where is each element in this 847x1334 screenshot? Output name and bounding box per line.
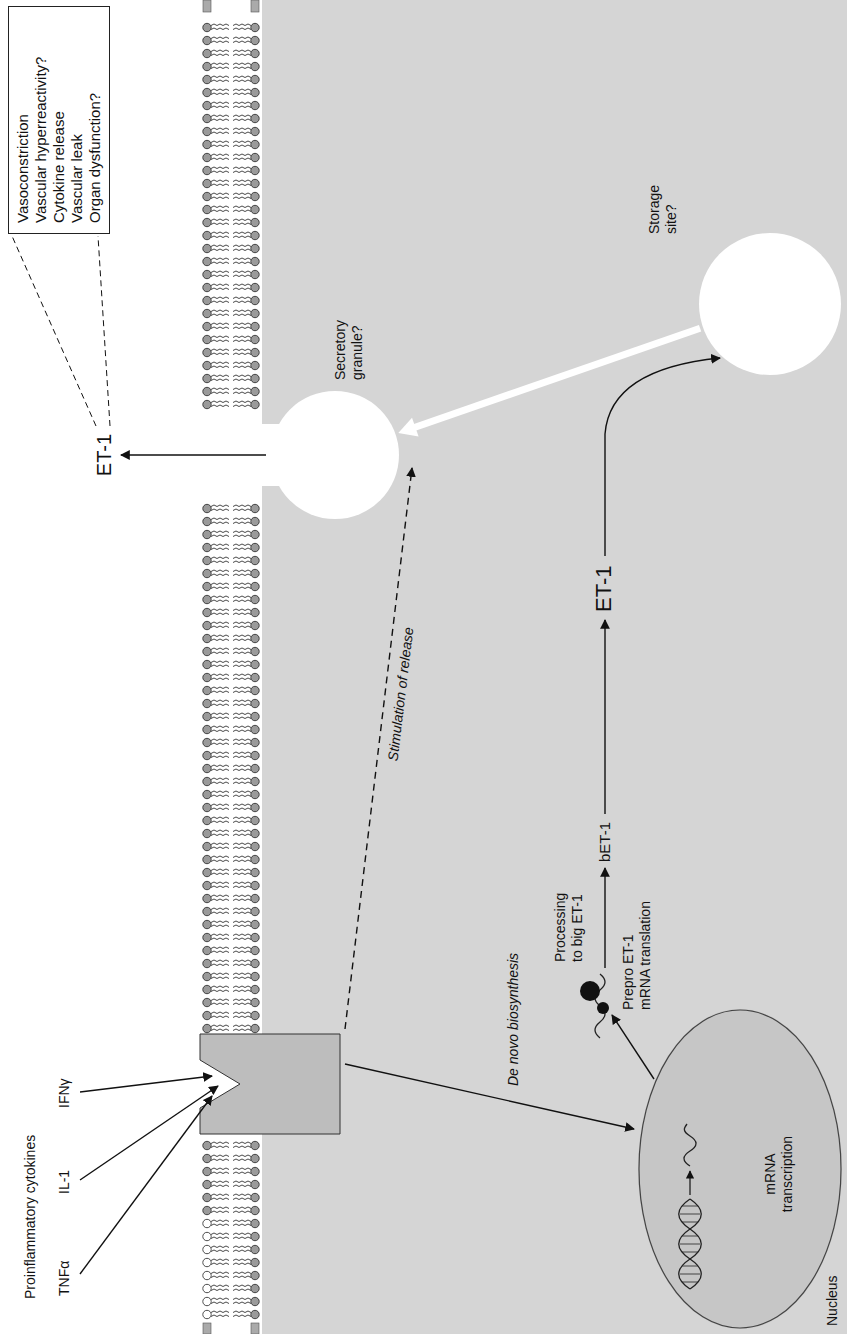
node-label: Nucleus [824, 1275, 841, 1326]
connector-shaft [412, 328, 701, 428]
release-connector [398, 328, 700, 436]
node-label: Storage site? [646, 172, 680, 234]
cytokine-label: IL-1 [56, 1170, 73, 1194]
ribosome-symbol [580, 974, 609, 1038]
storage-site: Storage site? [698, 232, 842, 376]
step-label: Prepro ET-1 mRNA translation [620, 895, 654, 1010]
receptor-symbol [200, 1034, 340, 1134]
nucleus-outline [638, 1009, 842, 1329]
node-label: mRNA transcription [762, 1129, 796, 1219]
peptide-label: ET-1 [92, 434, 116, 476]
outcome-box: VasoconstrictionVascular hyperreactivity… [8, 6, 110, 234]
cytokine-arrows [80, 1076, 218, 1274]
outcome-item: Cytokine release [50, 111, 68, 223]
secretory-granule-outline [270, 390, 400, 520]
process-label: De novo biosynthesis [505, 953, 522, 1086]
signal-arrow [345, 1064, 634, 1129]
peptide-label: bET-1 [596, 822, 614, 862]
node-label: Secretory granule? [332, 310, 366, 380]
nucleus: Nucleus mRNA transcription [638, 1009, 842, 1329]
outcome-item: Organ dysfunction? [86, 93, 104, 223]
secretory-granule-shape [271, 391, 399, 519]
transcription-arrow [689, 1171, 690, 1195]
dna-helix [679, 1199, 702, 1289]
nucleus-shape [639, 1010, 841, 1328]
cytoplasm [262, 0, 847, 1334]
outcome-item: Vascular leak [68, 134, 86, 223]
secretory-granule: Secretory granule? [270, 390, 400, 520]
cytokine-label: IFNγ [56, 1078, 73, 1108]
secretion-arrow [121, 454, 266, 455]
step-label: Processing to big ET-1 [552, 887, 586, 962]
peptide-label: ET-1 [591, 566, 617, 612]
arrow-head [398, 418, 418, 437]
leader-lines [12, 236, 110, 426]
cytokine-label: TNFα [56, 1261, 73, 1296]
process-label: Stimulation of release [385, 626, 418, 762]
heading-label: Proinflammatory cytokines [22, 1135, 39, 1299]
outcome-item: Vasoconstriction [14, 114, 32, 223]
storage-site-outline [698, 232, 842, 376]
processing-arrow [604, 620, 605, 814]
storage-site-shape [699, 233, 841, 375]
translation-arrow [612, 1015, 654, 1079]
nucleus-fill [638, 1009, 842, 1329]
processing-arrow [604, 868, 605, 968]
mrna-strand [684, 1124, 696, 1166]
outcome-item: Vascular hyperreactivity? [32, 57, 50, 223]
storage-arrow [605, 358, 720, 556]
